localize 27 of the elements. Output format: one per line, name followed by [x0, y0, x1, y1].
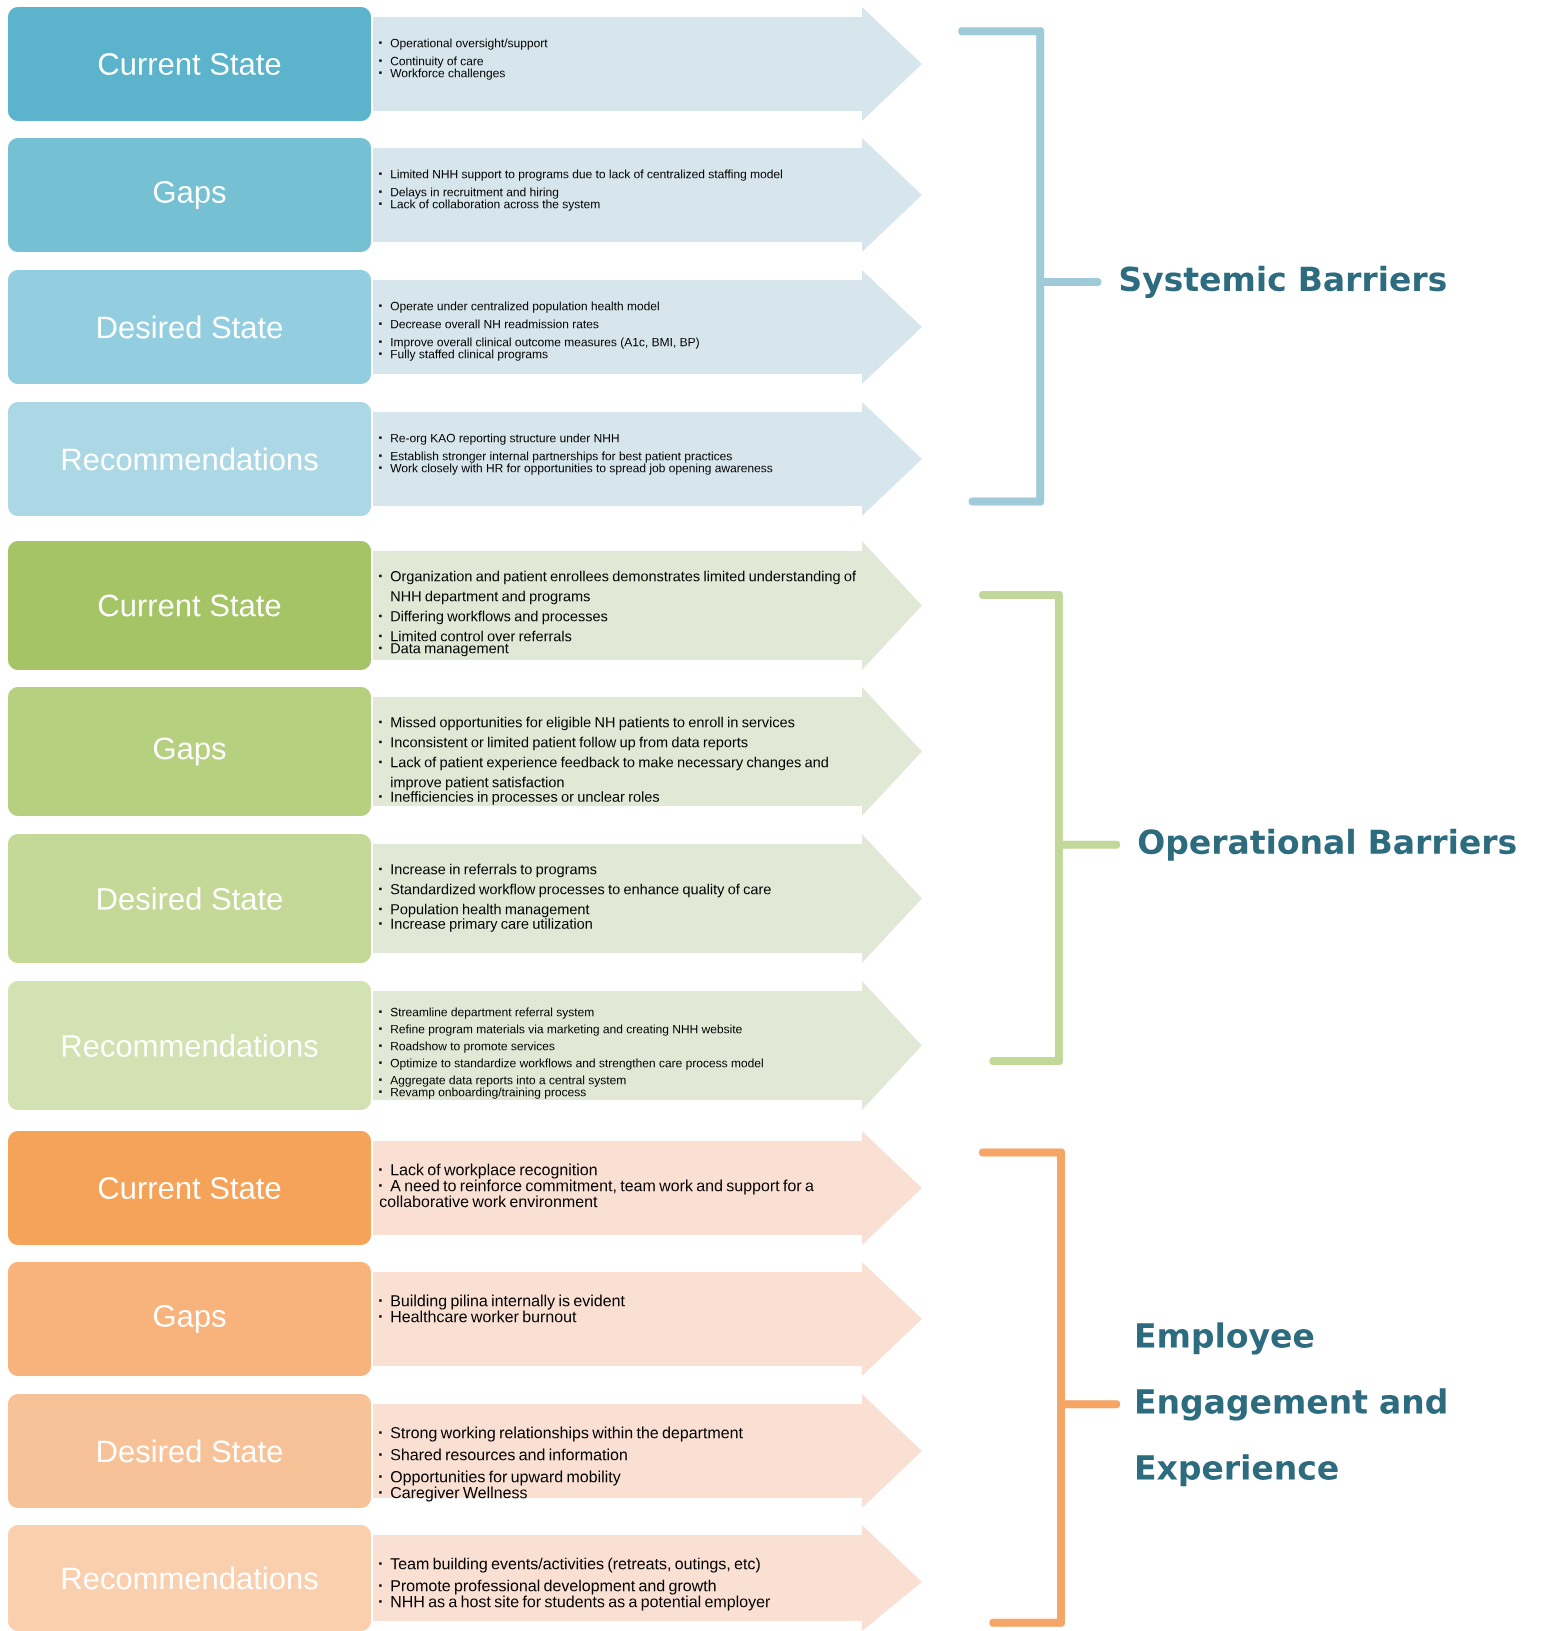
category-box: Recommendations [8, 1525, 371, 1631]
arrow-banner: Re-org KAO reporting structure under NHH Establish stronger internal partnerships for best patient practices Work closely with HR for opportunities to spread job opening awareness [373, 402, 922, 516]
arrow-banner: Limited NHH support to programs due to lack of centralized staffing model Delays in recruitment and hiring Lack of collaboration across the system [373, 138, 922, 252]
arrow-banner: Building pilina internally is evident Healthcare worker burnout [373, 1262, 922, 1376]
arrow-banner: Operate under centralized population health model Decrease overall NH readmission rates Improve overall clinical outcome measures (A1c, BMI, BP) Fully staffed clinical programs [373, 270, 922, 384]
group-label: Operational Barriers [1138, 828, 1516, 861]
group-label: Systemic Barriers [1120, 265, 1446, 298]
arrow-banner: Streamline department referral system Refine program materials via marketing and creating NHH website Roadshow to promote services Optimize to standardize workflows and strengthen care process model Aggregate data reports into a central system Revamp onboarding/training process [373, 981, 922, 1110]
category-box: Desired State [8, 1394, 371, 1508]
arrow-banner: Lack of workplace recognition A need to reinforce commitment, team work and support for a collaborative work environment [373, 1131, 922, 1245]
category-box: Current State [8, 541, 371, 670]
category-box: Current State [8, 7, 371, 121]
category-box: Desired State [8, 270, 371, 384]
category-box: Gaps [8, 687, 371, 816]
group-label: Employee Engagement and Experience [1137, 1322, 1446, 1487]
arrow-banner: Team building events/activities (retreats, outings, etc) Promote professional development and growth NHH as a host site for students as a potential employer [373, 1525, 922, 1631]
arrow-banner: Missed opportunities for eligible NH patients to enroll in services Inconsistent or limited patient follow up from data reports Lack of patient experience feedback to make necessary changes and improve patient satisfaction Inefficiencies in processes or unclear roles [373, 687, 922, 816]
category-box: Gaps [8, 138, 371, 252]
category-box: Current State [8, 1131, 371, 1245]
arrow-banner: Operational oversight/support Continuity of care Workforce challenges [373, 7, 922, 121]
arrow-banner: Increase in referrals to programs Standardized workflow processes to enhance quality of care Population health management Increase primary care utilization [373, 834, 922, 963]
arrow-banner: Strong working relationships within the department Shared resources and information Opportunities for upward mobility Caregiver Wellness [373, 1394, 922, 1508]
category-box: Recommendations [8, 402, 371, 516]
category-box: Recommendations [8, 981, 371, 1110]
arrow-banner: Organization and patient enrollees demonstrates limited understanding of NHH department and programs Differing workflows and processes Limited control over referrals Data management [373, 541, 922, 670]
category-box: Gaps [8, 1262, 371, 1376]
category-box: Desired State [8, 834, 371, 963]
